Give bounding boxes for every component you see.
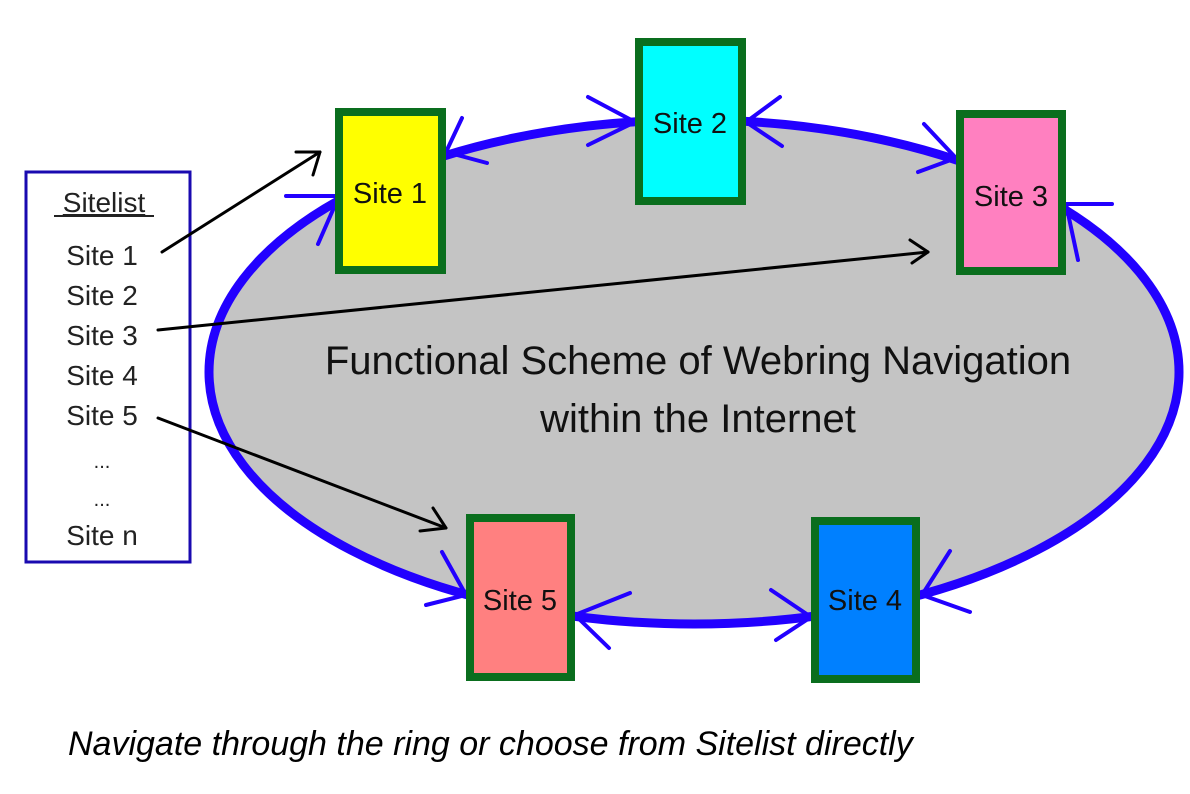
site-box-site-2[interactable]: Site 2	[635, 38, 746, 205]
sitelist-heading[interactable]: Sitelist	[63, 187, 146, 218]
sitelist-item[interactable]: Site 3	[66, 320, 138, 351]
site-1-label: Site 1	[353, 178, 427, 210]
sitelist-ellipsis: ...	[94, 451, 111, 473]
site-2-label: Site 2	[653, 108, 727, 140]
link-arrow-site-1	[160, 150, 322, 254]
sitelist-item[interactable]: Site 5	[66, 400, 138, 431]
site-4-rect[interactable]	[811, 517, 920, 683]
site-3-label: Site 3	[974, 181, 1048, 213]
site-box-site-5[interactable]: Site 5	[466, 514, 575, 681]
site-2-rect[interactable]	[635, 38, 746, 205]
sitelist-item[interactable]: Site n	[66, 520, 138, 551]
site-box-site-3[interactable]: Site 3	[956, 110, 1066, 275]
site-box-site-4[interactable]: Site 4	[811, 517, 920, 683]
site-5-label: Site 5	[483, 585, 557, 617]
site-4-label: Site 4	[828, 585, 902, 617]
sitelist-item[interactable]: Site 1	[66, 240, 138, 271]
ring-arrow-into-site-4-right	[918, 549, 972, 614]
site-1-rect[interactable]	[335, 108, 446, 274]
site-box-site-1[interactable]: Site 1	[335, 108, 446, 274]
sitelist-item[interactable]: Site 4	[66, 360, 138, 391]
link-arrow-site-3	[156, 238, 930, 332]
direct-link-arrows	[156, 150, 930, 533]
sitelist-ellipsis: ...	[94, 489, 111, 511]
sitelist-panel: Sitelist Site 1 Site 2 Site 3 Site 4 Sit…	[24, 170, 192, 564]
diagram-title-line1: Functional Scheme of Webring Navigation	[325, 339, 1071, 383]
link-arrow-site-5	[156, 416, 448, 533]
site-3-rect[interactable]	[956, 110, 1066, 275]
site-5-rect[interactable]	[466, 514, 575, 681]
diagram-caption: Navigate through the ring or choose from…	[68, 725, 915, 763]
sitelist-item[interactable]: Site 2	[66, 280, 138, 311]
diagram-title-line2: within the Internet	[539, 397, 856, 441]
sitelist-border	[24, 170, 192, 564]
